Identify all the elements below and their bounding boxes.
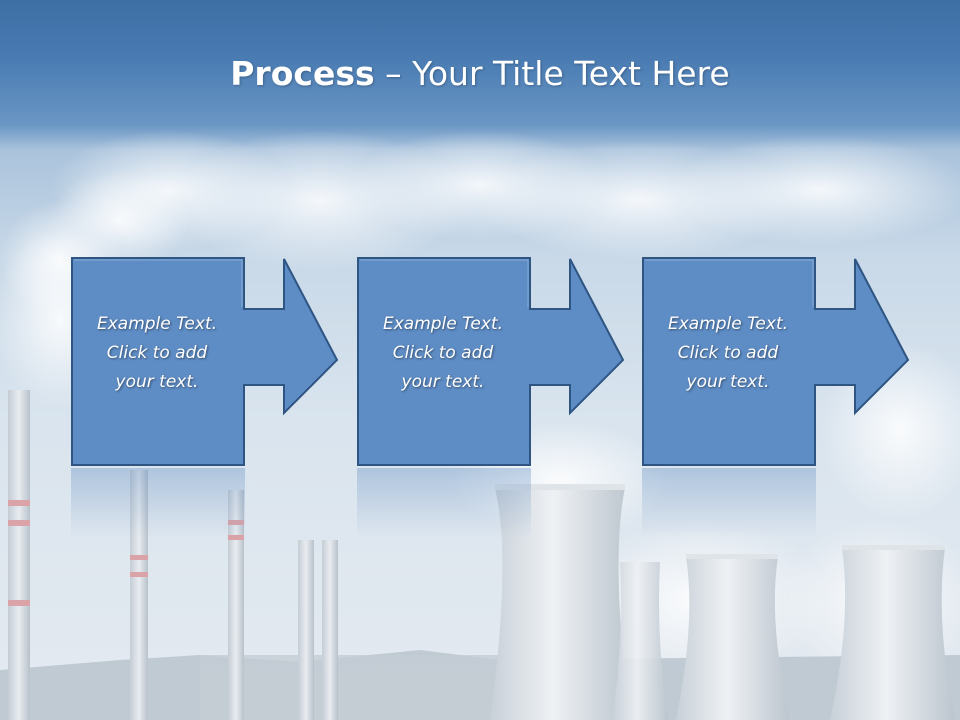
chimneys bbox=[8, 390, 338, 720]
step-text-line-2: Click to add bbox=[106, 343, 208, 363]
step-reflection bbox=[71, 468, 245, 538]
title-rest-text: – Your Title Text Here bbox=[374, 54, 730, 93]
cooling-towers bbox=[490, 484, 955, 720]
title-bold-text: Process bbox=[230, 54, 375, 93]
process-step-1[interactable]: Example Text. Click to add your text. bbox=[71, 257, 401, 467]
step-reflection bbox=[357, 468, 531, 538]
arrow-box-shape bbox=[642, 257, 910, 466]
step-text: Example Text. Click to add your text. bbox=[357, 310, 529, 397]
step-text: Example Text. Click to add your text. bbox=[642, 310, 814, 397]
step-text-line-1: Example Text. bbox=[382, 314, 504, 334]
arrow-box-shape bbox=[357, 257, 625, 466]
step-text-line-1: Example Text. bbox=[96, 314, 218, 334]
step-text-line-3: your text. bbox=[401, 372, 485, 392]
step-reflection bbox=[642, 468, 816, 538]
slide-title[interactable]: Process – Your Title Text Here bbox=[0, 52, 960, 96]
process-step-2[interactable]: Example Text. Click to add your text. bbox=[357, 257, 687, 467]
step-text-line-3: your text. bbox=[686, 372, 770, 392]
step-text: Example Text. Click to add your text. bbox=[71, 310, 243, 397]
step-text-line-3: your text. bbox=[115, 372, 199, 392]
process-step-3[interactable]: Example Text. Click to add your text. bbox=[642, 257, 960, 467]
step-text-line-2: Click to add bbox=[392, 343, 494, 363]
step-text-line-1: Example Text. bbox=[667, 314, 789, 334]
arrow-box-shape bbox=[71, 257, 339, 466]
step-text-line-2: Click to add bbox=[677, 343, 779, 363]
